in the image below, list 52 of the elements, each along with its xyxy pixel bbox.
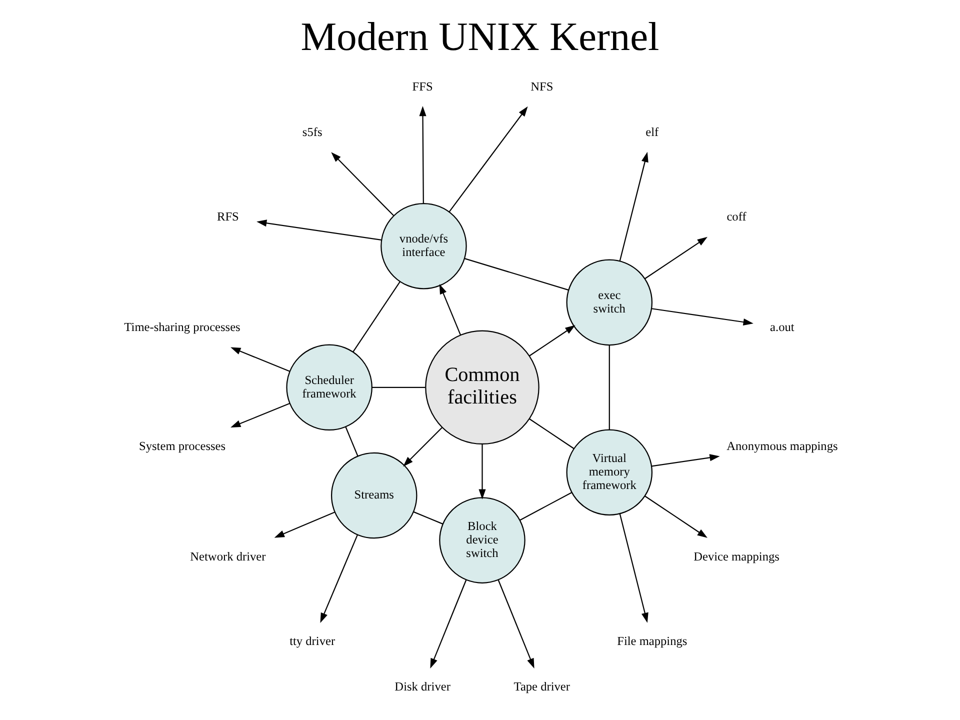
- arrow: [498, 579, 534, 668]
- node-text: Tape driver: [514, 678, 570, 693]
- arrow: [652, 454, 720, 466]
- arrow: [652, 308, 754, 326]
- arrow: [644, 495, 708, 538]
- arrow: [230, 346, 290, 372]
- connector: [352, 280, 400, 352]
- diagram-title: Modern UNIX Kernel: [300, 14, 660, 59]
- arrow: [274, 511, 335, 538]
- arrow: [256, 219, 382, 240]
- arrow: [430, 579, 467, 668]
- node-text: File mappings: [617, 633, 688, 648]
- node-text: Time-sharing processes: [124, 319, 240, 334]
- node-circle: Virtual memory framework: [566, 428, 653, 515]
- connector: [520, 492, 572, 520]
- node-text: tty driver: [290, 633, 336, 648]
- node-text: NFS: [530, 79, 554, 94]
- node-text: Network driver: [190, 548, 266, 563]
- node-circle: vnode/vfs interface: [380, 202, 467, 289]
- node-text: a.out: [770, 319, 794, 334]
- arrow: [619, 513, 648, 622]
- node-text: System processes: [139, 438, 226, 453]
- node-circle: Common facilities: [425, 330, 540, 444]
- node-text: FFS: [412, 79, 433, 94]
- node-circle: Block device switch: [439, 496, 526, 583]
- node-circle: Streams: [330, 452, 418, 538]
- connector: [529, 418, 574, 449]
- node-text: elf: [646, 124, 659, 139]
- arrow: [448, 106, 528, 212]
- connector: [464, 258, 569, 290]
- node-text: RFS: [216, 209, 239, 224]
- node-text: Disk driver: [394, 678, 450, 693]
- connector: [413, 510, 443, 524]
- node-text: Device mappings: [694, 548, 780, 563]
- arrow: [439, 283, 461, 334]
- arrow: [320, 534, 358, 622]
- connector: [372, 386, 426, 388]
- connector: [345, 426, 358, 456]
- arrow: [644, 236, 708, 279]
- node-circle: Scheduler framework: [286, 344, 372, 430]
- arrow: [619, 151, 648, 261]
- node-text: coff: [726, 209, 746, 224]
- arrow: [478, 444, 486, 499]
- arrow: [403, 426, 442, 466]
- node-circle: exec switch: [566, 258, 653, 346]
- node-text: s5fs: [302, 124, 322, 139]
- arrow: [230, 402, 290, 427]
- arrow: [419, 106, 426, 203]
- node-text: Anonymous mappings: [726, 438, 838, 453]
- arrow: [529, 324, 576, 356]
- arrow: [331, 152, 394, 216]
- connector: [608, 344, 610, 429]
